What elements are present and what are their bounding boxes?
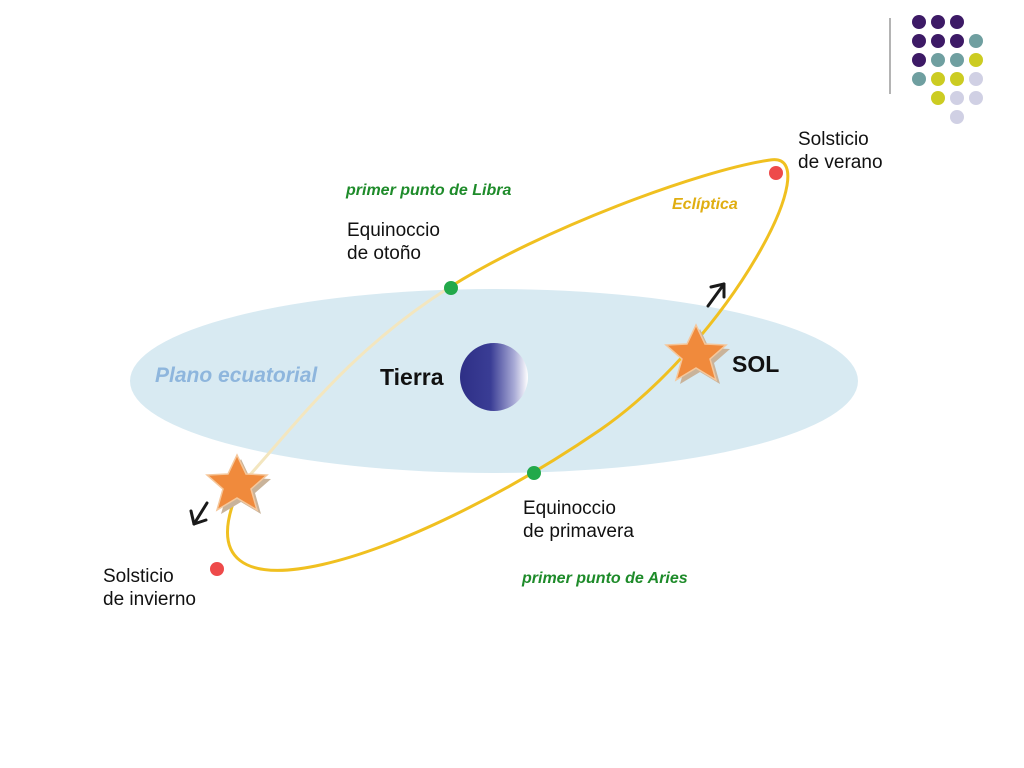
autumn-equinox-point	[444, 281, 458, 295]
corner-dot	[950, 53, 964, 67]
spring-equinox-point	[527, 466, 541, 480]
corner-dot	[969, 72, 983, 86]
corner-dot	[950, 34, 964, 48]
ecliptic-label: Eclíptica	[672, 196, 738, 213]
autumn-equinox-label: Equinoccio de otoño	[347, 220, 440, 266]
winter-solstice-label: Solsticio de invierno	[103, 566, 196, 612]
arrow-down-left-icon	[189, 501, 209, 526]
corner-dot	[931, 53, 945, 67]
libra-point-label: primer punto de Libra	[346, 182, 512, 199]
winter-solstice-label-line2: de invierno	[103, 588, 196, 610]
spring-equinox-label-line1: Equinoccio	[523, 498, 616, 519]
earth-sphere	[460, 343, 528, 411]
summer-solstice-label: Solsticio de verano	[798, 129, 883, 175]
spring-equinox-label: Equinoccio de primavera	[523, 498, 634, 544]
summer-solstice-label-line2: de verano	[798, 151, 883, 173]
corner-dot	[969, 91, 983, 105]
corner-dot	[912, 53, 926, 67]
corner-dot	[931, 91, 945, 105]
corner-dot	[912, 34, 926, 48]
corner-dot	[912, 72, 926, 86]
corner-dot	[950, 15, 964, 29]
autumn-equinox-label-line1: Equinoccio	[347, 220, 440, 241]
corner-dot	[931, 72, 945, 86]
corner-dot	[950, 110, 964, 124]
corner-dot	[931, 34, 945, 48]
winter-solstice-label-line1: Solsticio	[103, 566, 174, 587]
equatorial-plane-label: Plano ecuatorial	[155, 364, 318, 387]
aries-point-label: primer punto de Aries	[522, 570, 688, 587]
corner-dot	[969, 53, 983, 67]
ecliptic-orbit-hidden-part	[238, 285, 451, 488]
winter-solstice-point	[210, 562, 224, 576]
corner-dot-pattern	[912, 15, 983, 124]
summer-solstice-label-line1: Solsticio	[798, 129, 869, 150]
earth-label: Tierra	[380, 364, 444, 390]
sun-star-winter	[205, 453, 271, 514]
arrow-up-right-icon	[706, 282, 726, 308]
summer-solstice-point	[769, 166, 783, 180]
spring-equinox-label-line2: de primavera	[523, 520, 634, 542]
corner-dot	[912, 15, 926, 29]
corner-dot	[950, 91, 964, 105]
corner-dot	[969, 34, 983, 48]
corner-dot	[931, 15, 945, 29]
autumn-equinox-label-line2: de otoño	[347, 242, 421, 264]
corner-dot	[950, 72, 964, 86]
sun-label: SOL	[732, 351, 780, 377]
ecliptic-orbit	[226, 158, 790, 572]
sun-star-summer	[664, 323, 730, 384]
